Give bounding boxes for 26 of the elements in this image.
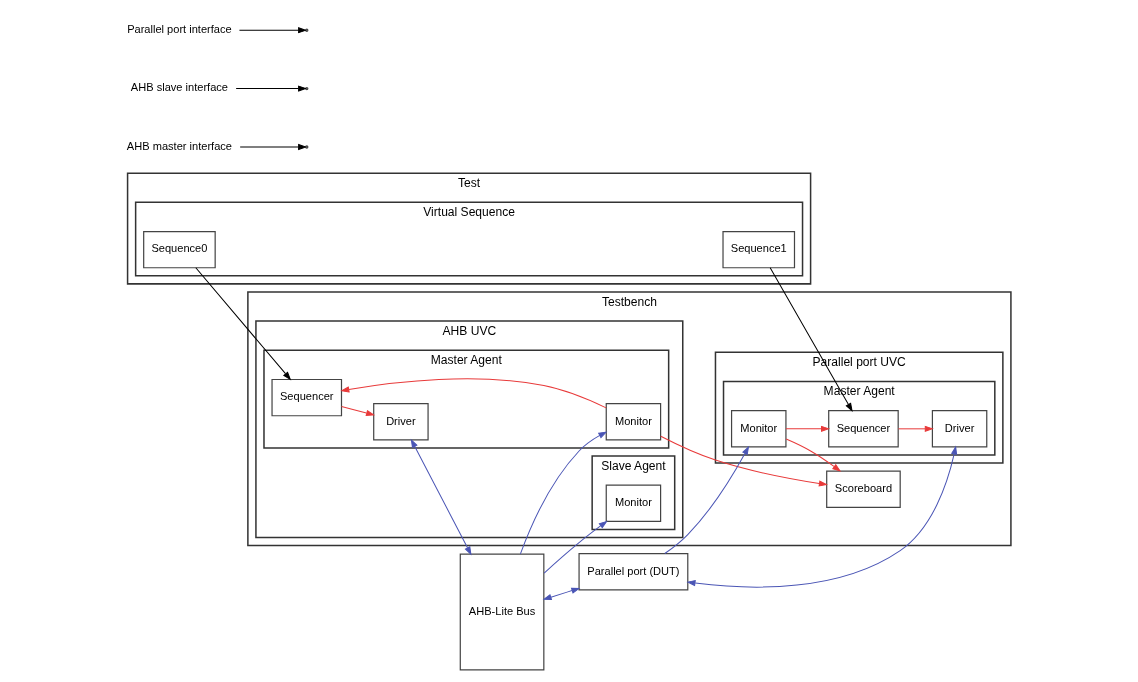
arrow: [341, 405, 376, 417]
node-box: Sequence0: [143, 230, 216, 269]
node-box: Sequencer: [828, 410, 899, 448]
node-box: Driver: [373, 403, 429, 441]
arrow: [410, 438, 472, 556]
node-box: Monitor: [605, 403, 662, 441]
arrow: [769, 267, 853, 412]
arrow: [660, 435, 828, 487]
arrow: [542, 587, 581, 601]
node-box: Scoreboard: [826, 470, 901, 508]
node-text: AHB master interface: [126, 139, 232, 152]
node-box: Parallel port (DUT): [578, 553, 689, 591]
arrow: [686, 445, 958, 588]
node-box: AHB-Lite Bus: [459, 553, 545, 671]
node-box: Sequencer: [271, 378, 343, 417]
arrow: [785, 438, 842, 472]
node-box: Monitor: [605, 484, 662, 523]
arrow: [340, 378, 607, 409]
node-text: AHB slave interface: [130, 81, 228, 94]
node-box: Driver: [931, 410, 988, 448]
node-box: Monitor: [730, 410, 787, 448]
arrow: [785, 425, 831, 432]
node-text: Parallel port interface: [127, 23, 232, 36]
arrow: [897, 425, 934, 432]
arrow: [543, 520, 608, 574]
node-box: Sequence1: [722, 230, 796, 269]
